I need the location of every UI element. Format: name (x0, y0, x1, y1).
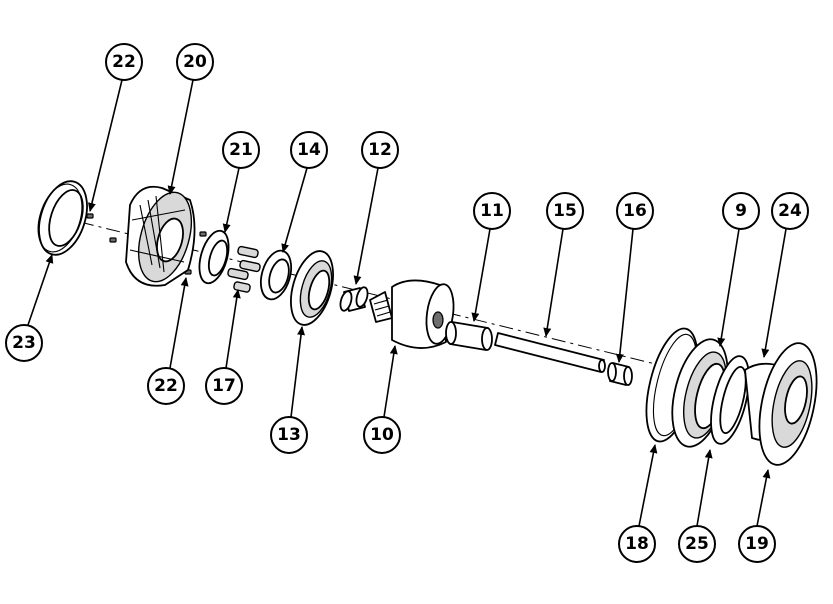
callout-11: 11 (473, 192, 511, 230)
part-12-bushing (339, 286, 369, 312)
svg-text:18: 18 (625, 534, 649, 554)
part-24-end-cap (744, 342, 818, 466)
svg-text:19: 19 (745, 534, 769, 554)
callout-18: 18 (618, 525, 656, 563)
svg-text:17: 17 (212, 376, 236, 396)
callout-9: 9 (722, 192, 760, 230)
part-23-seal-ring (37, 180, 88, 256)
callout-17: 17 (205, 367, 243, 405)
svg-text:9: 9 (735, 201, 747, 221)
part-22-pins (86, 213, 207, 275)
svg-text:11: 11 (480, 201, 504, 221)
svg-text:12: 12 (368, 140, 392, 160)
callout-13: 13 (270, 416, 308, 454)
part-16-small-bushing (607, 362, 633, 386)
callout-19: 19 (738, 525, 776, 563)
callout-15: 15 (546, 192, 584, 230)
callout-21: 21 (222, 131, 260, 169)
part-25-ring (710, 355, 750, 445)
callout-22-bottom: 22 (147, 367, 185, 405)
callout-16: 16 (616, 192, 654, 230)
svg-text:21: 21 (229, 140, 253, 160)
part-14-ring (259, 249, 293, 301)
svg-text:16: 16 (623, 201, 647, 221)
part-17-rollers (227, 245, 261, 293)
svg-text:24: 24 (778, 201, 802, 221)
svg-text:25: 25 (685, 534, 709, 554)
svg-text:23: 23 (12, 333, 36, 353)
callout-25: 25 (678, 525, 716, 563)
svg-text:22: 22 (154, 376, 178, 396)
leader-lines (27, 79, 787, 527)
part-15-shaft (494, 332, 606, 373)
callout-12: 12 (361, 131, 399, 169)
callout-24: 24 (771, 192, 809, 230)
callout-23: 23 (5, 324, 43, 362)
part-13-bearing (290, 250, 334, 326)
svg-text:14: 14 (297, 140, 321, 160)
callout-22-top: 22 (105, 43, 143, 81)
callout-10: 10 (363, 416, 401, 454)
part-11-sleeve (445, 321, 493, 351)
svg-text:10: 10 (370, 425, 394, 445)
svg-text:15: 15 (553, 201, 577, 221)
svg-text:13: 13 (277, 425, 301, 445)
part-20-housing (125, 185, 196, 287)
svg-text:22: 22 (112, 52, 136, 72)
part-21-ring (198, 229, 230, 285)
part-10-hub (369, 279, 455, 349)
callout-20: 20 (176, 43, 214, 81)
callout-14: 14 (290, 131, 328, 169)
svg-text:20: 20 (183, 52, 207, 72)
